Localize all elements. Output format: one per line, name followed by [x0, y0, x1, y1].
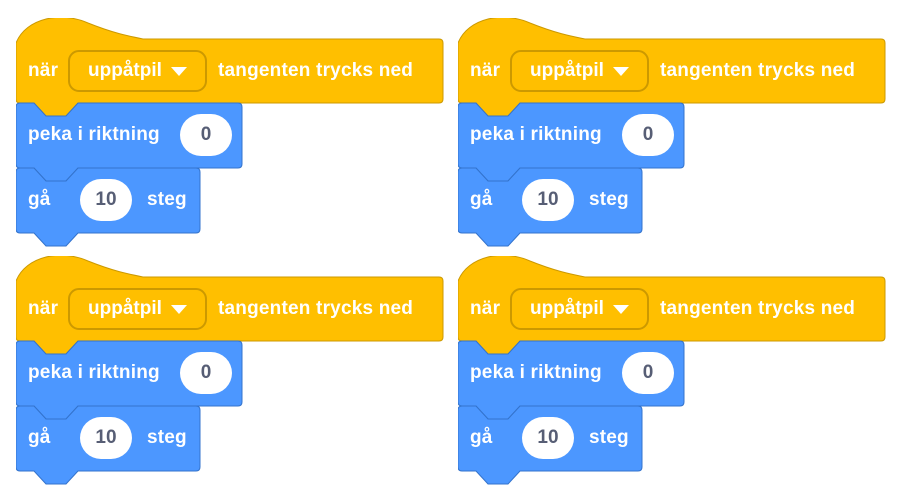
hat-prefix-label: när: [28, 298, 59, 319]
move-verb-label: gå: [470, 427, 493, 448]
hat-prefix-label: när: [28, 60, 59, 81]
key-dropdown[interactable]: uppåtpil: [510, 288, 649, 330]
key-dropdown[interactable]: uppåtpil: [68, 50, 207, 92]
direction-value: 0: [200, 362, 212, 383]
steps-input[interactable]: 10: [522, 179, 574, 221]
hat-suffix-label: tangenten trycks ned: [660, 298, 856, 319]
steps-value: 10: [537, 427, 559, 448]
hat-suffix-label: tangenten trycks ned: [660, 60, 856, 81]
steps-value: 10: [537, 189, 559, 210]
direction-value: 0: [642, 124, 654, 145]
move-unit-label: steg: [147, 189, 187, 210]
chevron-down-icon: [170, 304, 187, 314]
key-dropdown-value: uppåtpil: [88, 60, 162, 81]
chevron-down-icon: [170, 66, 187, 76]
direction-input[interactable]: 0: [180, 352, 232, 394]
script-group-1: när uppåtpil tangenten trycks ned peka i…: [16, 18, 444, 247]
hat-suffix-label: tangenten trycks ned: [218, 60, 414, 81]
key-dropdown[interactable]: uppåtpil: [510, 50, 649, 92]
direction-input[interactable]: 0: [622, 114, 674, 156]
point-block-label: peka i riktning: [28, 124, 160, 145]
move-unit-label: steg: [589, 427, 629, 448]
chevron-down-icon: [612, 304, 629, 314]
hat-prefix-label: när: [470, 60, 501, 81]
direction-input[interactable]: 0: [622, 352, 674, 394]
steps-value: 10: [95, 189, 117, 210]
move-verb-label: gå: [470, 189, 493, 210]
move-unit-label: steg: [589, 189, 629, 210]
direction-input[interactable]: 0: [180, 114, 232, 156]
move-verb-label: gå: [28, 189, 51, 210]
script-group-3: när uppåtpil tangenten trycks ned peka i…: [16, 256, 444, 485]
move-unit-label: steg: [147, 427, 187, 448]
steps-input[interactable]: 10: [80, 179, 132, 221]
key-dropdown-value: uppåtpil: [530, 298, 604, 319]
point-block-label: peka i riktning: [28, 362, 160, 383]
key-dropdown-value: uppåtpil: [88, 298, 162, 319]
direction-value: 0: [200, 124, 212, 145]
hat-suffix-label: tangenten trycks ned: [218, 298, 414, 319]
key-dropdown-value: uppåtpil: [530, 60, 604, 81]
point-block-label: peka i riktning: [470, 362, 602, 383]
steps-input[interactable]: 10: [80, 417, 132, 459]
point-block-label: peka i riktning: [470, 124, 602, 145]
script-group-4: när uppåtpil tangenten trycks ned peka i…: [458, 256, 886, 485]
script-group-2: när uppåtpil tangenten trycks ned peka i…: [458, 18, 886, 247]
move-verb-label: gå: [28, 427, 51, 448]
direction-value: 0: [642, 362, 654, 383]
key-dropdown[interactable]: uppåtpil: [68, 288, 207, 330]
steps-value: 10: [95, 427, 117, 448]
chevron-down-icon: [612, 66, 629, 76]
hat-prefix-label: när: [470, 298, 501, 319]
steps-input[interactable]: 10: [522, 417, 574, 459]
